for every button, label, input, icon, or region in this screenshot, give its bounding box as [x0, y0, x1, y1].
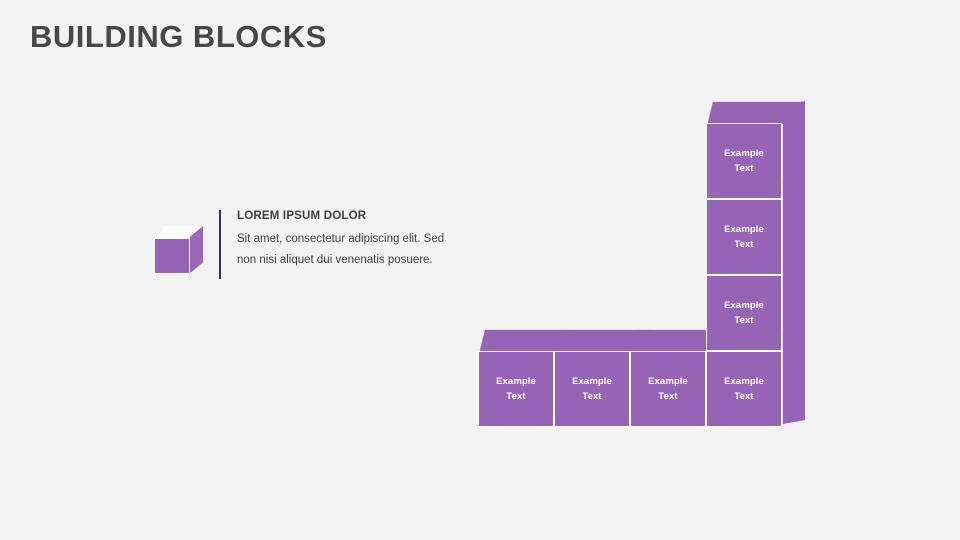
block-label-line-1: Example — [496, 376, 536, 387]
block-top-face — [631, 329, 728, 352]
block-label-line-1: Example — [724, 224, 764, 235]
legend-divider — [219, 210, 221, 279]
block-label-line-2: Text — [582, 391, 602, 402]
cube-icon-top-face — [154, 226, 202, 240]
block-right-face — [782, 101, 805, 197]
legend-body-line-2: non nisi aliquet dui venenatis posuere. — [237, 254, 433, 266]
block-top-face — [555, 329, 652, 352]
block-front-face: Example Text — [706, 275, 782, 351]
block-label-line-1: Example — [648, 376, 688, 387]
block-front-face: Example Text — [706, 199, 782, 275]
legend-group: LOREM IPSUM DOLOR Sit amet, consectetur … — [152, 208, 492, 288]
block-label-line-2: Text — [506, 391, 526, 402]
block-label-line-2: Text — [734, 391, 754, 402]
block-label-line-1: Example — [724, 376, 764, 387]
cube-icon-front-face — [154, 238, 190, 274]
block-top-face — [707, 101, 804, 124]
block-front-face: Example Text — [478, 351, 554, 427]
block-top-face — [479, 329, 576, 352]
block-front-face: Example Text — [554, 351, 630, 427]
block-right-face — [782, 253, 805, 349]
block-label-line-2: Text — [734, 239, 754, 250]
block-label-line-1: Example — [724, 300, 764, 311]
block-right-face — [782, 177, 805, 273]
block-front-face: Example Text — [630, 351, 706, 427]
block-right-face — [782, 329, 805, 425]
block-label-line-2: Text — [658, 391, 678, 402]
legend-heading: LOREM IPSUM DOLOR — [237, 210, 367, 222]
legend-text-group: LOREM IPSUM DOLOR Sit amet, consectetur … — [237, 208, 492, 271]
block-front-face: Example Text — [706, 123, 782, 199]
block-label-line-1: Example — [572, 376, 612, 387]
block-label-line-1: Example — [724, 148, 764, 159]
page-title: BUILDING BLOCKS — [30, 19, 327, 54]
block-label-line-2: Text — [734, 315, 754, 326]
legend-body-line-1: Sit amet, consectetur adipiscing elit. S… — [237, 233, 445, 245]
block-label-line-2: Text — [734, 163, 754, 174]
cube-icon — [152, 222, 208, 274]
block-front-face: Example Text — [706, 351, 782, 427]
